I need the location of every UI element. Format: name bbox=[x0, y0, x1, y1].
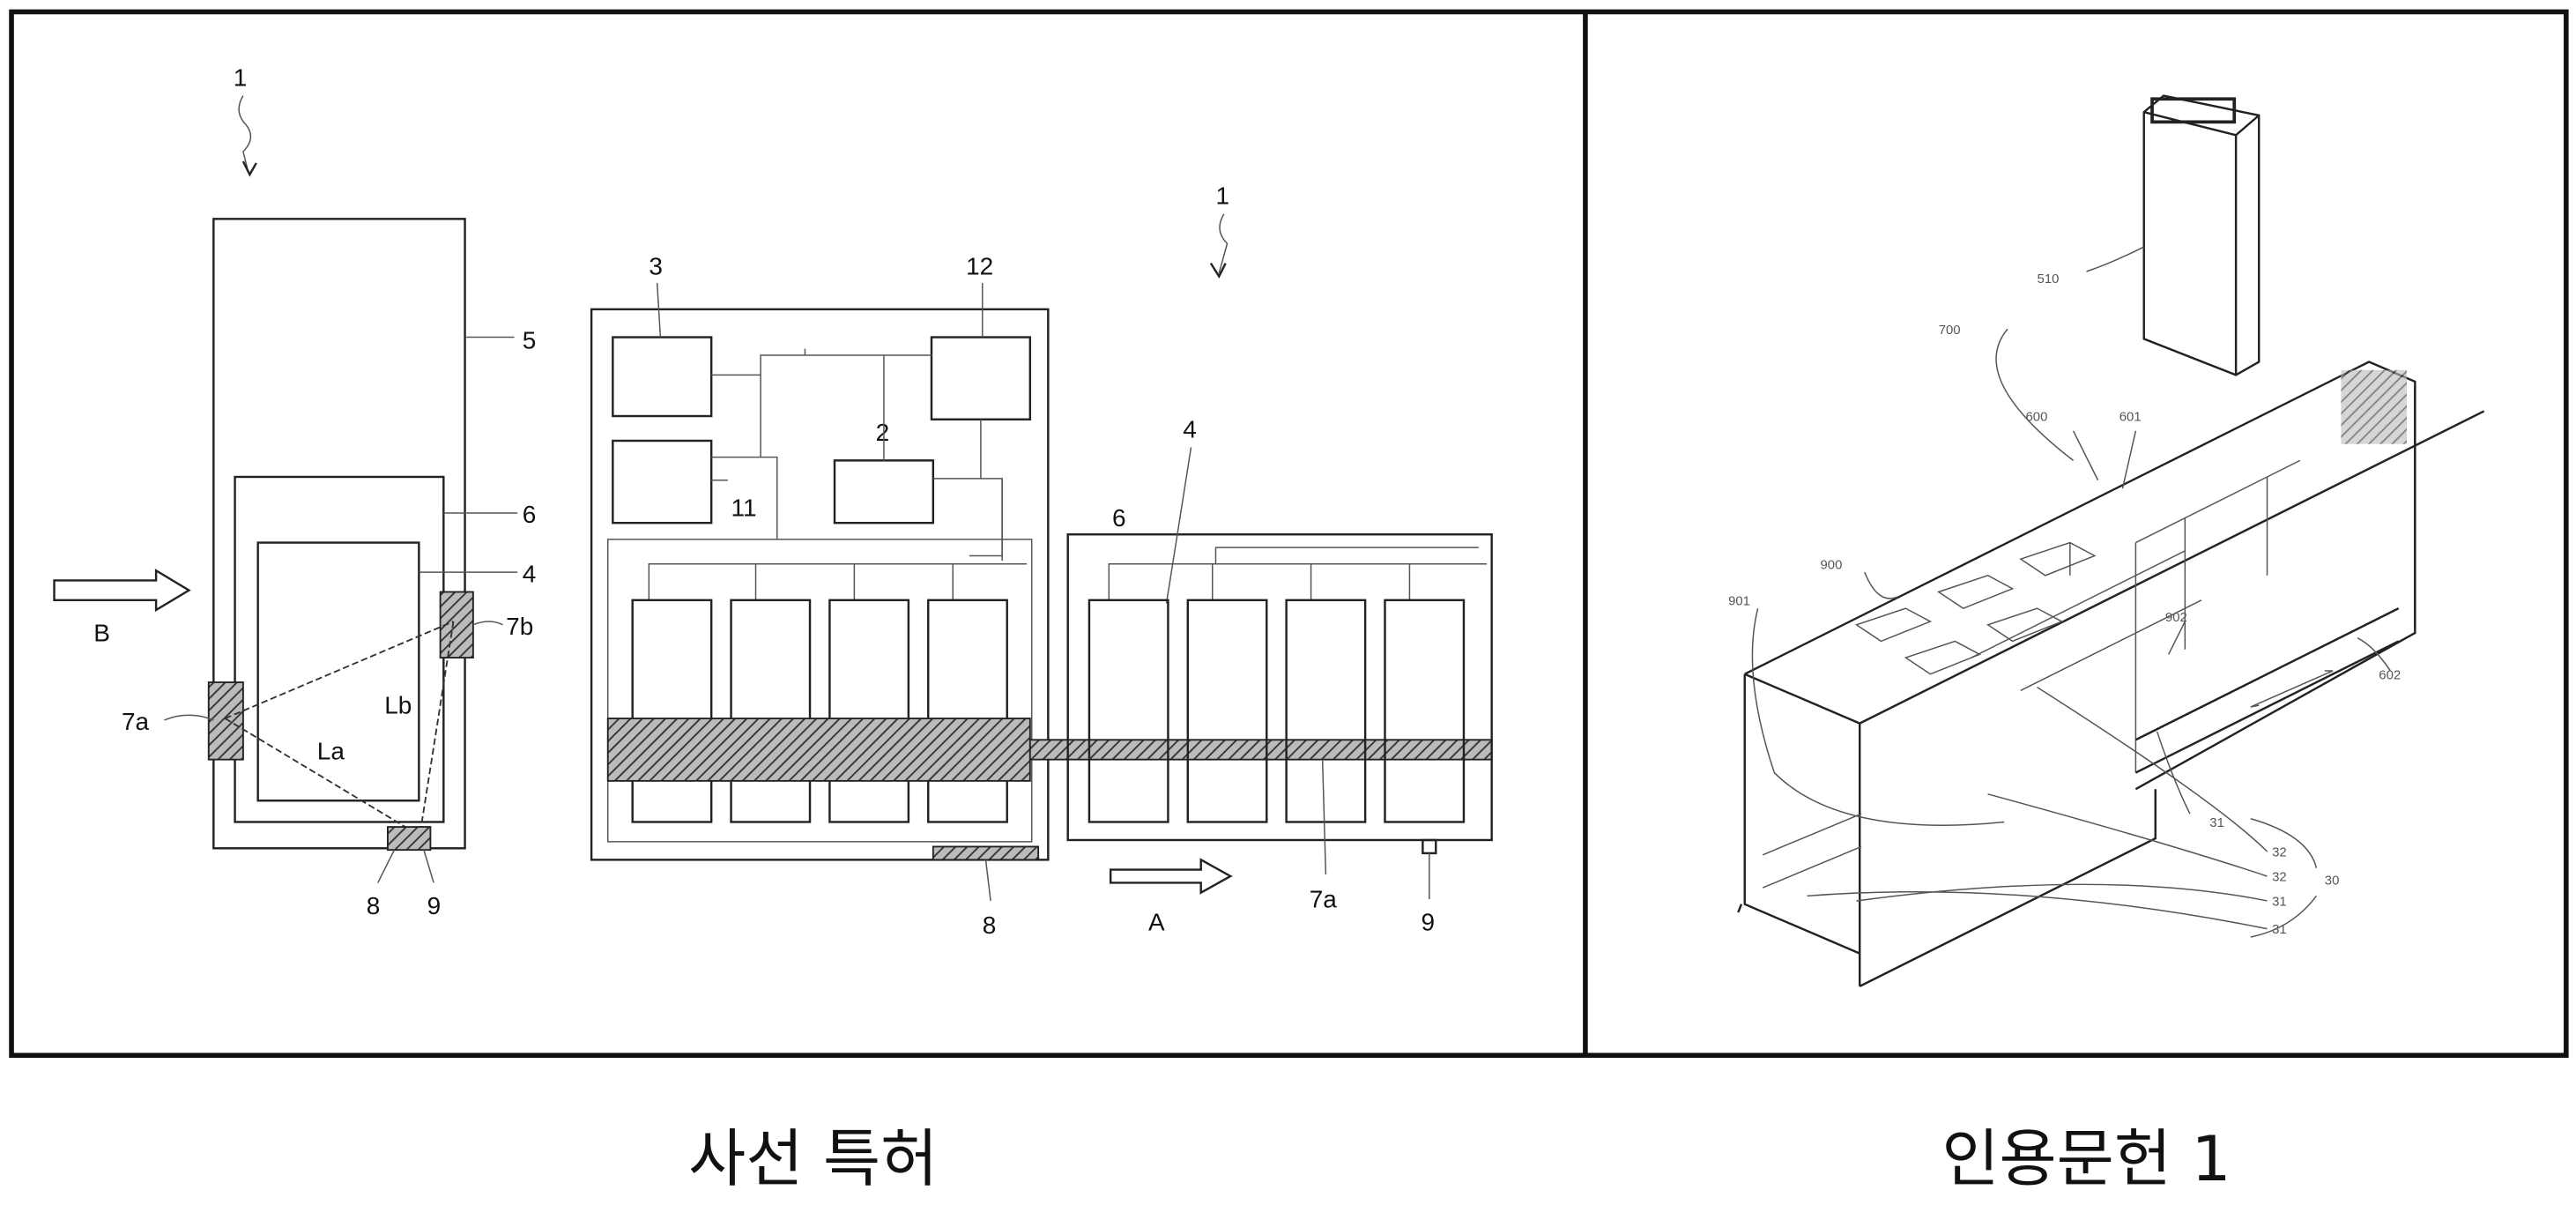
ref-label-601: 601 bbox=[2119, 411, 2142, 425]
ref-label-700: 700 bbox=[1939, 324, 1961, 338]
ref-label-32b: 32 bbox=[2272, 871, 2287, 885]
patent-figure-side-view: 1 5 6 4 7a 7b La Lb 8 9 B bbox=[53, 63, 537, 919]
box-11 bbox=[612, 439, 713, 524]
ref-label-31b: 31 bbox=[2272, 923, 2287, 937]
ref-label-510: 510 bbox=[2038, 272, 2060, 286]
box-12 bbox=[930, 336, 1032, 420]
sensor-8 bbox=[932, 845, 1040, 861]
caption-left: 사선 특허 bbox=[688, 1122, 938, 1195]
sensor-9 bbox=[1422, 838, 1437, 855]
sensors-8-9 bbox=[387, 826, 432, 852]
distance-lb-label: Lb bbox=[384, 691, 412, 718]
ref-label-9: 9 bbox=[427, 892, 442, 919]
ref-label-9b: 9 bbox=[1421, 909, 1435, 936]
arrow-a-icon bbox=[1109, 858, 1233, 895]
arrow-b-icon bbox=[53, 569, 191, 613]
connection-bar bbox=[606, 718, 1031, 782]
ref-label-31c: 31 bbox=[2209, 816, 2224, 830]
main-enclosure bbox=[590, 308, 1050, 861]
ref-label-6: 6 bbox=[523, 501, 537, 528]
battery-4 bbox=[256, 541, 420, 802]
ref-label-5: 5 bbox=[523, 327, 537, 354]
ref-label-8b: 8 bbox=[983, 911, 997, 939]
ref-label-8: 8 bbox=[367, 892, 381, 919]
ref-label-1: 1 bbox=[234, 63, 248, 91]
ref-label-32a: 32 bbox=[2272, 846, 2287, 860]
inner-case-6 bbox=[234, 475, 445, 823]
ref-label-2: 2 bbox=[876, 419, 890, 446]
ref-label-11: 11 bbox=[731, 495, 757, 522]
rod-7a bbox=[1028, 739, 1493, 761]
ref-label-6b: 6 bbox=[1112, 504, 1126, 532]
inner-case-6b bbox=[1066, 533, 1493, 842]
ref-label-900: 900 bbox=[1820, 558, 1842, 572]
housing-5 bbox=[212, 218, 466, 850]
ref-label-4: 4 bbox=[523, 560, 537, 587]
ref-label-31a: 31 bbox=[2272, 896, 2287, 910]
distance-la-label: La bbox=[317, 738, 345, 765]
battery-cells-right bbox=[1088, 599, 1466, 823]
ref-label-600: 600 bbox=[2026, 411, 2048, 425]
ref-label-12: 12 bbox=[966, 253, 993, 280]
ref-label-1b: 1 bbox=[1215, 182, 1229, 210]
arrow-b-label: B bbox=[93, 619, 110, 646]
ref-label-602: 602 bbox=[2379, 668, 2401, 682]
caption-right: 인용문헌 1 bbox=[1941, 1122, 2231, 1195]
battery-cells-left bbox=[631, 599, 1008, 823]
battery-tray bbox=[606, 539, 1033, 843]
ref-label-4b: 4 bbox=[1183, 415, 1197, 443]
ref-label-7a: 7a bbox=[122, 708, 150, 735]
box-2 bbox=[833, 459, 935, 524]
ref-label-901: 901 bbox=[1728, 594, 1750, 608]
ref-label-7b: 7b bbox=[506, 613, 533, 640]
cited-reference-figure: 510 700 600 601 900 901 902 602 32 32 31… bbox=[1728, 94, 2485, 987]
ref-label-7a-b: 7a bbox=[1310, 885, 1338, 912]
ref-label-30: 30 bbox=[2325, 874, 2340, 888]
patent-figure-top-view: 3 12 11 2 6 4 1 bbox=[590, 182, 1493, 939]
table-border bbox=[9, 9, 2569, 1058]
arrow-a-label: A bbox=[1148, 909, 1165, 936]
port-7a bbox=[207, 681, 244, 761]
ref-label-902: 902 bbox=[2165, 611, 2187, 625]
ref-label-3: 3 bbox=[649, 253, 663, 280]
box-3 bbox=[612, 336, 713, 418]
